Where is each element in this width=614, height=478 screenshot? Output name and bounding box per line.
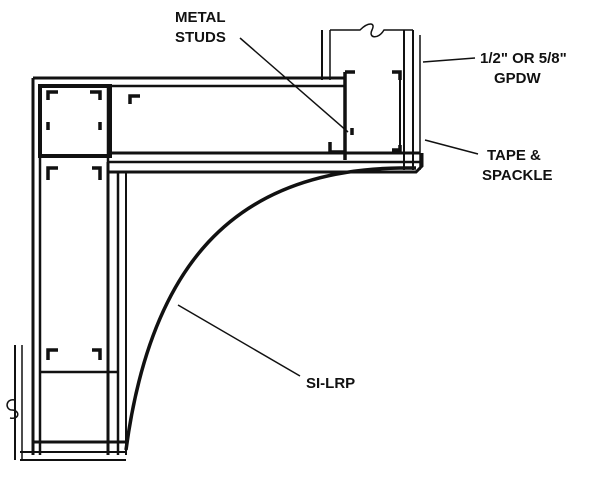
metal-studs: [46, 70, 402, 360]
upper-wall: [321, 23, 421, 170]
labels: METAL STUDS 1/2" OR 5/8" GPDW TAPE & SPA…: [175, 9, 567, 392]
break-line-icon: [6, 399, 19, 419]
label-metal-studs-line2: STUDS: [175, 29, 226, 46]
break-line-icon: [330, 23, 413, 38]
label-gpdw-line2: GPDW: [494, 70, 542, 87]
label-gpdw-line1: 1/2" OR 5/8": [480, 50, 567, 67]
label-product: SI-LRP: [306, 375, 355, 392]
gypsum-board-layers: [6, 345, 126, 461]
label-tape-line1: TAPE &: [487, 147, 541, 164]
radius-reveal-panel: [124, 166, 416, 451]
leader-lines: [177, 37, 479, 377]
vertical-framing: [31, 78, 127, 455]
label-tape-line2: SPACKLE: [482, 167, 553, 184]
label-metal-studs-line1: METAL: [175, 9, 226, 26]
